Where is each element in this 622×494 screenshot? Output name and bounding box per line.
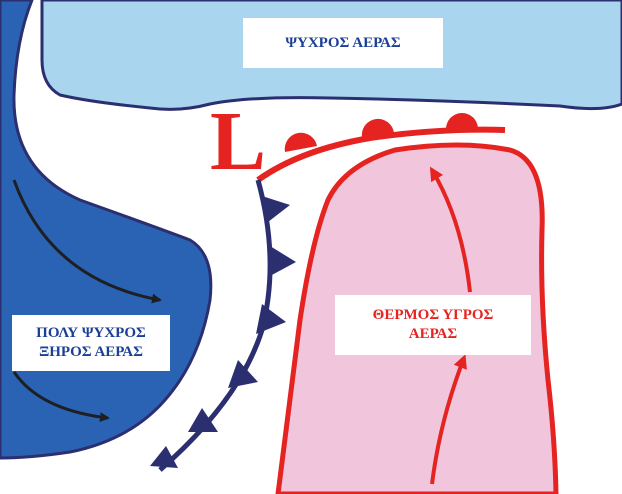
very-cold-dry-air-label: ΠΟΛΥ ΨΥΧΡΟΣ ΞΗΡΟΣ ΑΕΡΑΣ — [12, 315, 170, 371]
cold-air-label-text: ΨΥΧΡΟΣ ΑΕΡΑΣ — [285, 34, 400, 53]
very-cold-label-line1: ΠΟΛΥ ΨΥΧΡΟΣ — [36, 324, 146, 343]
cold-front-triangle — [256, 304, 286, 334]
very-cold-label-line2: ΞΗΡΟΣ ΑΕΡΑΣ — [39, 343, 143, 362]
cold-front-triangle — [228, 360, 258, 388]
warm-front-bump — [446, 113, 478, 129]
warm-front-bump — [285, 133, 317, 152]
cold-front-triangle — [270, 246, 296, 276]
warm-moist-air-label: ΘΕΡΜΟΣ ΥΓΡΟΣ ΑΕΡΑΣ — [335, 295, 531, 355]
low-pressure-label: L — [210, 100, 266, 184]
warm-label-line2: ΑΕΡΑΣ — [409, 325, 457, 344]
warm-label-line1: ΘΕΡΜΟΣ ΥΓΡΟΣ — [373, 306, 494, 325]
cold-air-label: ΨΥΧΡΟΣ ΑΕΡΑΣ — [243, 18, 443, 68]
